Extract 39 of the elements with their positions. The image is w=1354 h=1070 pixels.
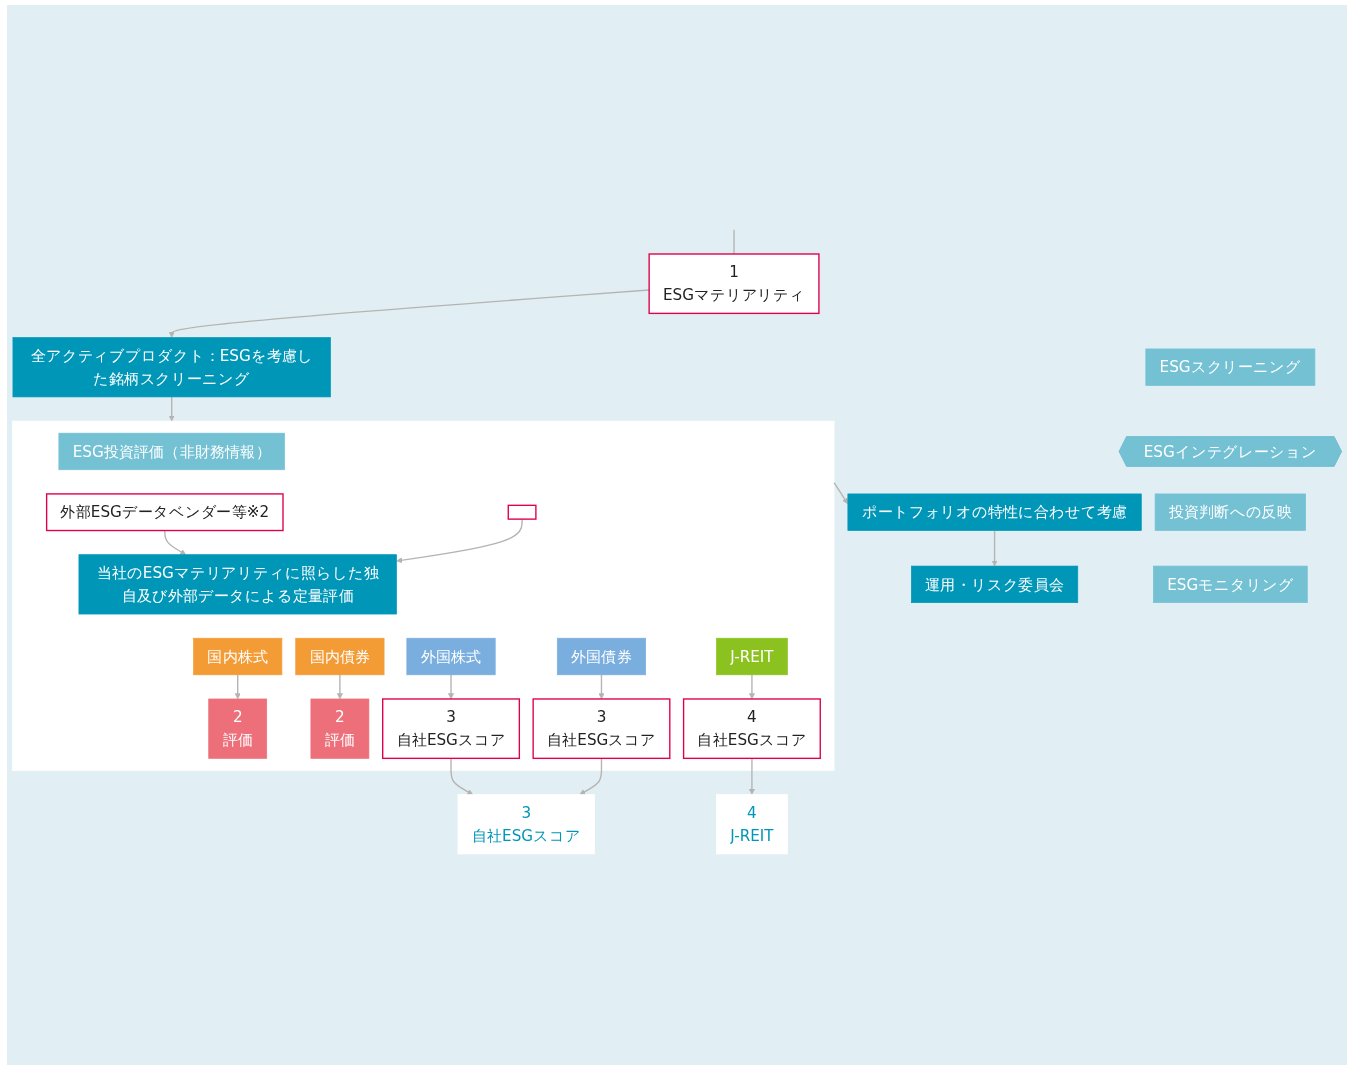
arrow	[336, 674, 343, 700]
node-box: 投資判断への反映	[1154, 493, 1306, 531]
node-box: 国内株式	[193, 637, 283, 676]
arrow	[833, 481, 849, 505]
arrow	[579, 757, 603, 795]
arrow	[234, 674, 241, 700]
node-box: 運用・リスク委員会	[911, 565, 1079, 603]
arrow	[396, 518, 523, 564]
node-box: 国内債券	[295, 637, 385, 676]
arrow	[748, 674, 755, 700]
node-box: 3 自社ESGスコア	[532, 698, 671, 760]
arrow	[450, 757, 474, 795]
node-box: 4 自社ESGスコア	[682, 698, 821, 760]
node-box: 外部ESGデータベンダー等※2	[45, 493, 284, 532]
arrow	[168, 289, 650, 338]
node-box: 全アクティブプロダクト：ESGを考慮した銘柄スクリーニング	[12, 337, 331, 398]
node-box: 3 自社ESGスコア	[457, 794, 595, 855]
node-box: 1 ESGマテリアリティ	[648, 253, 820, 315]
node-box: ESG投資評価（非財務情報）	[58, 432, 285, 471]
arrow	[168, 396, 175, 422]
node-box: J-REIT	[716, 637, 788, 676]
node-box: 3 自社ESGスコア	[382, 698, 521, 760]
node-box: 外国株式	[406, 637, 496, 676]
cluster	[12, 420, 835, 771]
node-box: 2 評価	[310, 698, 370, 759]
node-box: 外国債券	[556, 637, 646, 676]
node-box: ESGモニタリング	[1153, 565, 1308, 603]
node-box: 2 評価	[208, 698, 268, 759]
arrow	[991, 529, 998, 567]
node-box: 4 J-REIT	[716, 794, 788, 855]
connector	[733, 229, 735, 255]
node-box: ポートフォリオの特性に合わせて考慮	[847, 493, 1142, 531]
arrow	[448, 674, 455, 700]
arrow	[598, 674, 605, 700]
arrow	[164, 529, 187, 555]
node-box: 当社のESGマテリアリティに照らした独自及び外部データによる定量評価	[78, 554, 397, 615]
node-box	[507, 504, 537, 520]
node-box: ESGスクリーニング	[1145, 348, 1316, 386]
arrow	[748, 757, 755, 795]
